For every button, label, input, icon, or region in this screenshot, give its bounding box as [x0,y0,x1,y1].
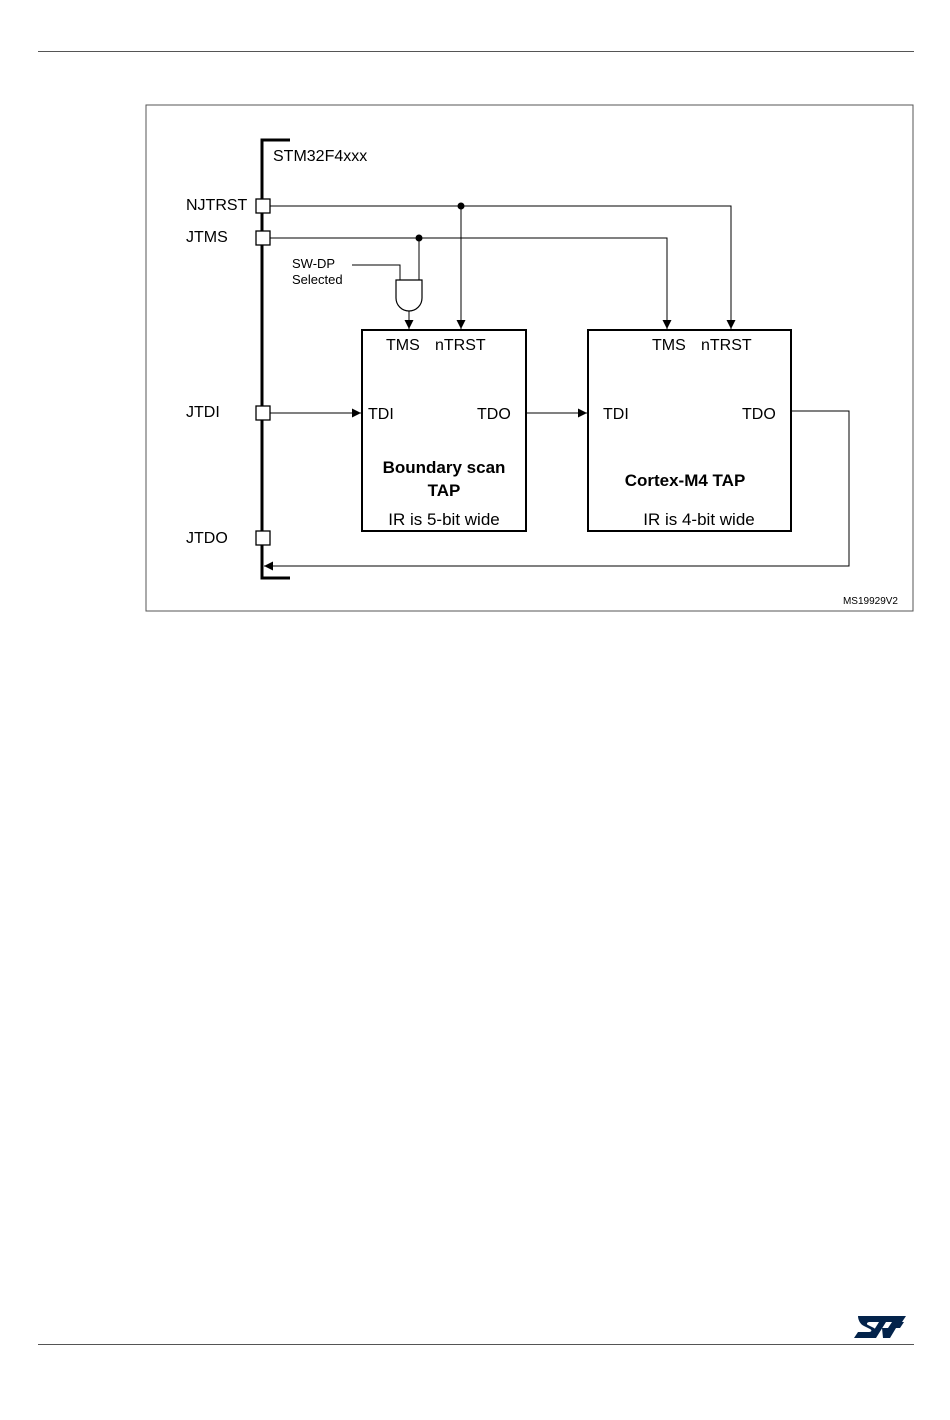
pin-pad-njtrst [256,199,270,213]
figure-code: MS19929V2 [843,596,898,607]
boundary-tap-ntrst: nTRST [435,337,486,354]
pin-label-jtdo: JTDO [186,530,228,547]
pin-pad-jtdo [256,531,270,545]
cortex-tap-tdi: TDI [603,406,629,423]
footer-rule [38,1344,914,1345]
chip-label: STM32F4xxx [273,148,367,165]
and-gate-icon [396,280,422,311]
pin-pad-jtms [256,231,270,245]
jtag-tap-connection-diagram: STM32F4xxx NJTRST JTMS JTDI JTDO SW-DP S… [0,0,950,640]
pin-pad-jtdi [256,406,270,420]
njtrst-junction-dot [458,203,465,210]
sw-dp-label-line2: Selected [292,272,343,287]
st-logo-icon [852,1312,908,1340]
njtrst-net [270,206,731,329]
boundary-tap-tdi: TDI [368,406,394,423]
boundary-tap-tms: TMS [386,337,420,354]
jtms-junction-dot [416,235,423,242]
boundary-tap-tdo: TDO [477,406,511,423]
cortex-tap-tdo: TDO [742,406,776,423]
cortex-tap-tms: TMS [652,337,686,354]
cortex-tap-ir-note: IR is 4-bit wide [643,510,754,529]
cortex-m4-tap-box [588,330,791,531]
cortex-tap-ntrst: nTRST [701,337,752,354]
boundary-scan-tap-box [362,330,526,531]
pin-label-jtms: JTMS [186,229,228,246]
boundary-tap-title-line1: Boundary scan [383,458,506,477]
boundary-tap-title-line2: TAP [428,481,461,500]
boundary-tap-ir-note: IR is 5-bit wide [388,510,499,529]
pin-label-njtrst: NJTRST [186,197,248,214]
pin-label-jtdi: JTDI [186,404,220,421]
cortex-tap-title: Cortex-M4 TAP [625,471,746,490]
sw-dp-label-line1: SW-DP [292,256,335,271]
